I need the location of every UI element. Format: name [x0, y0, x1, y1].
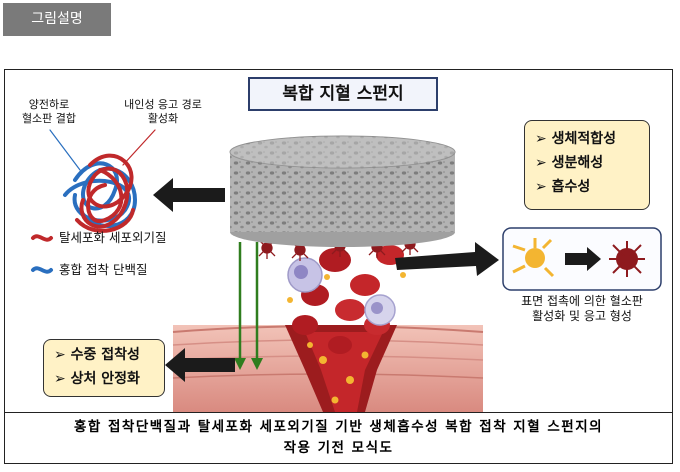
- legend-mussel-label: 홍합 접착 단백질: [59, 262, 148, 277]
- diagram-illustration: [31, 129, 662, 412]
- fiber-tangle: [49, 129, 156, 233]
- caption-line-2: 작용 기전 모식도: [283, 440, 394, 456]
- property-absorbability: ➢ 흡수성: [535, 179, 591, 195]
- label-intrinsic-pathway: 내인성 응고 경로 활성화: [124, 98, 202, 125]
- property-biodegradability: ➢ 생분해성: [535, 155, 604, 171]
- figure-caption: 홍합 접착단백질과 탈세포화 세포외기질 기반 생체흡수성 복합 접착 지혈 스…: [5, 412, 672, 463]
- property-underwater-adhesion: ➢ 수중 접착성: [54, 347, 140, 363]
- ecm-legend-icon: [31, 234, 53, 242]
- arrow-to-fibers: [153, 178, 225, 212]
- caption-line-1: 홍합 접착단백질과 탈세포화 세포외기질 기반 생체흡수성 복합 접착 지혈 스…: [73, 419, 604, 435]
- arrow-to-adhesion-box: [165, 348, 235, 382]
- figure-frame: 복합 지혈 스펀지 양전하로 혈소판 결합 내인성 응고 경로 활성화 탈세포화…: [4, 69, 673, 464]
- properties-right-box: ➢ 생체적합성 ➢ 생분해성 ➢ 흡수성: [524, 120, 650, 210]
- property-wound-stabilization: ➢ 상처 안정화: [54, 371, 140, 387]
- legend-ecm-label: 탈세포화 세포외기질: [59, 230, 167, 245]
- figure-title: 복합 지혈 스펀지: [248, 77, 438, 111]
- blood-cells: [287, 245, 406, 354]
- mussel-legend-icon: [31, 266, 53, 274]
- properties-left-box: ➢ 수중 접착성 ➢ 상처 안정화: [43, 339, 165, 397]
- property-biocompatibility: ➢ 생체적합성: [535, 131, 617, 147]
- figure-tag: 그림설명: [3, 3, 111, 36]
- absorption-arrows: [234, 242, 263, 370]
- sponge-block: [229, 135, 456, 247]
- arrow-to-platelet-panel: [395, 242, 499, 276]
- platelet-activation-caption: 표면 접촉에 의한 혈소판 활성화 및 응고 형성: [521, 294, 643, 323]
- platelet-activation-panel: [502, 227, 662, 291]
- label-platelet-binding: 양전하로 혈소판 결합: [21, 98, 77, 125]
